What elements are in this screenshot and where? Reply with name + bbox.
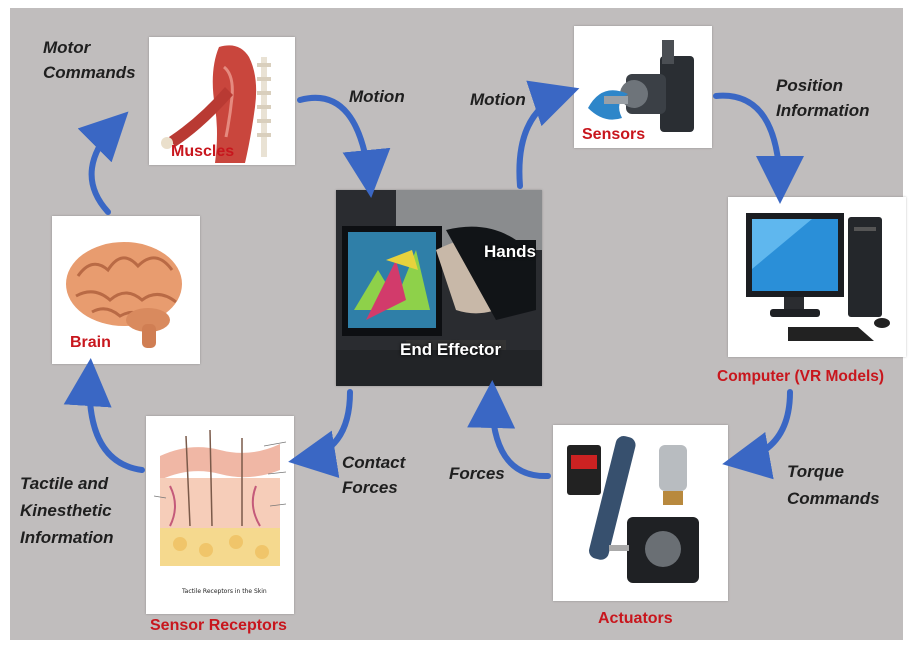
muscles-label: Muscles — [171, 143, 235, 160]
tactile-line-2: Kinesthetic — [20, 501, 112, 521]
arrow-effector-to-receptors — [288, 389, 353, 478]
motor-commands-line-2: Commands — [43, 62, 136, 82]
computer-label: Computer (VR Models) — [717, 368, 885, 385]
hands-label: Hands — [484, 242, 536, 261]
motors-icon — [567, 436, 699, 583]
tactile-line-1: Tactile and — [20, 474, 109, 493]
tactile-line-3: Information — [20, 528, 114, 548]
sensors-image: Sensors — [574, 26, 712, 148]
arrow-brain-to-muscles — [77, 111, 129, 215]
motor-commands-label: Motor Commands — [43, 36, 136, 85]
arrow-sensors-to-computer — [713, 92, 804, 204]
brain-image: Brain — [52, 216, 200, 364]
skin-receptors-image: Tactile Receptors in the Skin — [146, 416, 294, 614]
computer-image — [728, 197, 906, 357]
forces-label: Forces — [449, 464, 505, 483]
actuators-label: Actuators — [598, 610, 673, 627]
brain-icon — [66, 242, 182, 348]
muscles-image: Muscles — [149, 37, 295, 165]
torque-commands-label: Torque Commands — [787, 458, 880, 512]
skin-cross-section-icon — [153, 429, 287, 566]
brain-label: Brain — [70, 334, 111, 351]
motion-left-label: Motion — [349, 87, 405, 106]
position-info-line-1: Position — [776, 76, 844, 95]
desktop-computer-icon — [746, 213, 890, 341]
sensors-label: Sensors — [582, 126, 646, 143]
end-effector-photo: Hands End Effector — [336, 190, 542, 386]
contact-forces-label: Contact Forces — [342, 451, 405, 500]
motor-commands-line-1: Motor — [43, 38, 91, 57]
end-effector-label: End Effector — [400, 340, 502, 359]
actuators-image — [553, 425, 728, 601]
encoder-sensor-icon — [588, 40, 694, 132]
sensor-receptors-label: Sensor Receptors — [150, 617, 287, 634]
vr-setup-photo — [336, 190, 542, 386]
motion-right-label: Motion — [470, 90, 526, 109]
torque-line-2: Commands — [787, 489, 880, 509]
skin-caption: Tactile Receptors in the Skin — [182, 588, 267, 595]
position-info-line-2: Information — [776, 100, 870, 120]
arrow-actuators-to-effector — [467, 380, 551, 480]
tactile-kinesthetic-label: Tactile and Kinesthetic Information — [20, 470, 114, 552]
position-information-label: Position Information — [776, 74, 870, 123]
arrow-effector-to-sensors — [516, 80, 580, 189]
arrow-computer-to-actuators — [722, 389, 793, 480]
arrow-muscles-to-effector — [297, 94, 391, 198]
contact-forces-line-2: Forces — [342, 477, 398, 497]
arrow-receptors-to-brain — [63, 358, 145, 473]
contact-forces-line-1: Contact — [342, 453, 406, 472]
muscle-figure-icon — [161, 45, 271, 164]
torque-line-1: Torque — [787, 462, 844, 481]
